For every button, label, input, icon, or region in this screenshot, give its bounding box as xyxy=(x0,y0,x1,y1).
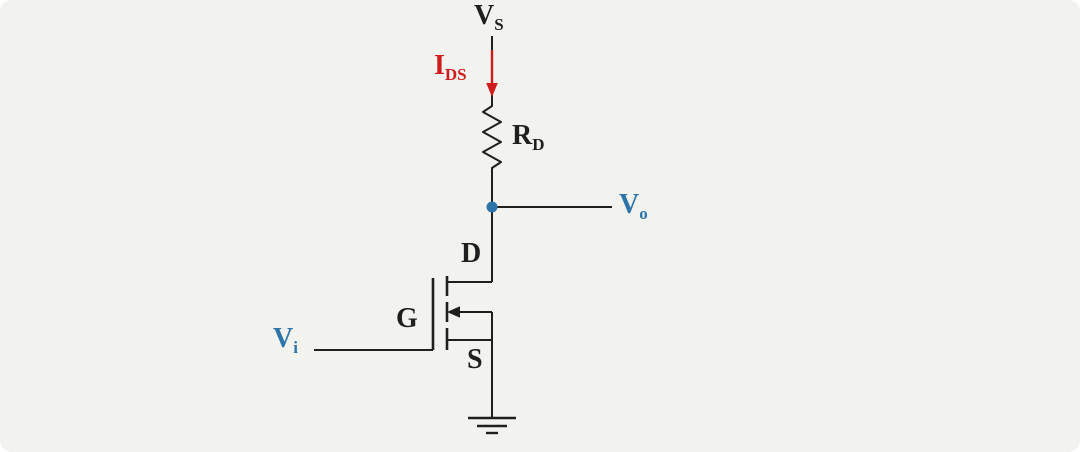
vo-label-main: V xyxy=(619,189,640,220)
resistor-rd-icon xyxy=(482,100,502,172)
vs-label-main: V xyxy=(474,0,495,31)
output-node-dot xyxy=(486,201,498,213)
ground-icon xyxy=(468,416,516,435)
rd-label-sub: D xyxy=(532,135,545,154)
drain-label: D xyxy=(461,238,482,269)
rd-label-main: R xyxy=(512,120,533,151)
rd-label: RD xyxy=(512,120,545,154)
nmos-transistor-icon xyxy=(431,276,493,350)
body-arrow xyxy=(447,306,460,318)
ids-label: IDS xyxy=(434,50,467,84)
current-arrow xyxy=(486,50,498,97)
vo-label: Vo xyxy=(619,189,648,223)
vo-label-sub: o xyxy=(639,204,648,223)
vi-label: Vi xyxy=(273,323,298,357)
vi-label-main: V xyxy=(273,323,294,354)
gate-label: G xyxy=(396,303,418,334)
source-label: S xyxy=(467,344,483,375)
vi-label-sub: i xyxy=(293,338,298,357)
vs-label-sub: S xyxy=(494,15,504,34)
ids-label-main: I xyxy=(434,50,445,81)
ids-label-sub: DS xyxy=(444,65,467,84)
vs-label: VS xyxy=(474,0,504,34)
